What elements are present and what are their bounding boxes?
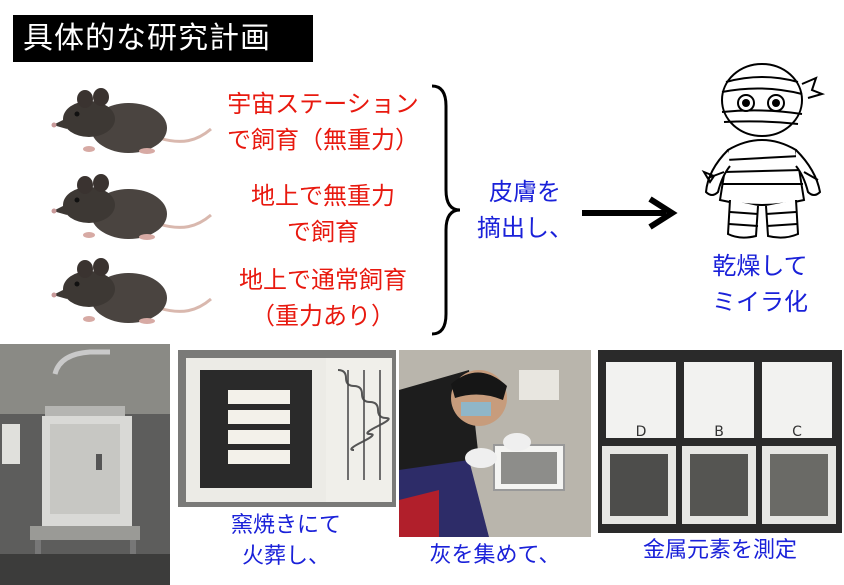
step-dry-line2: ミイラ化 [712,288,808,316]
rat-image-2 [47,169,212,249]
caption-kiln: 窯焼きにて 火葬し、 [180,510,392,572]
condition-space-station: 宇宙ステーション で飼育（無重力） [212,86,434,158]
sample-dishes-photo: D B C [598,350,842,533]
condition-ground-normal: 地上で通常飼育 （重力あり） [212,262,434,334]
condition-3-line1: 地上で通常飼育 [239,266,407,294]
sample-label-c: C [792,424,802,440]
condition-ground-zero-g: 地上で無重力 で飼育 [212,178,434,250]
rat-image-3 [47,253,212,333]
step-dry-mummify: 乾燥して ミイラ化 [690,248,830,320]
page-title: 具体的な研究計画 [13,15,313,62]
right-arrow-icon [582,196,678,230]
caption-measure-metals: 金属元素を測定 [598,535,842,566]
condition-1-line2: で飼育（無重力） [227,126,419,154]
caption-collect-ash: 灰を集めて、 [399,540,591,571]
mummy-illustration [701,63,826,239]
condition-1-line1: 宇宙ステーション [227,90,419,118]
caption-kiln-line2: 火葬し、 [241,544,330,569]
sample-label-b: B [714,424,724,440]
step-extract-line1: 皮膚を [489,178,561,206]
step-dry-line1: 乾燥して [712,252,808,280]
kiln-interior-photo [178,350,396,507]
caption-kiln-line1: 窯焼きにて [230,513,341,538]
step-extract-line2: 摘出し、 [477,214,573,242]
furnace-photo [0,344,170,585]
sample-label-d: D [636,424,647,440]
right-brace [431,84,461,336]
step-extract-skin: 皮膚を 摘出し、 [470,174,580,246]
condition-2-line1: 地上で無重力 [251,182,395,210]
collecting-ash-photo [399,350,591,537]
rat-image-1 [47,83,212,163]
condition-3-line2: （重力あり） [251,302,395,330]
condition-2-line2: で飼育 [287,218,359,246]
